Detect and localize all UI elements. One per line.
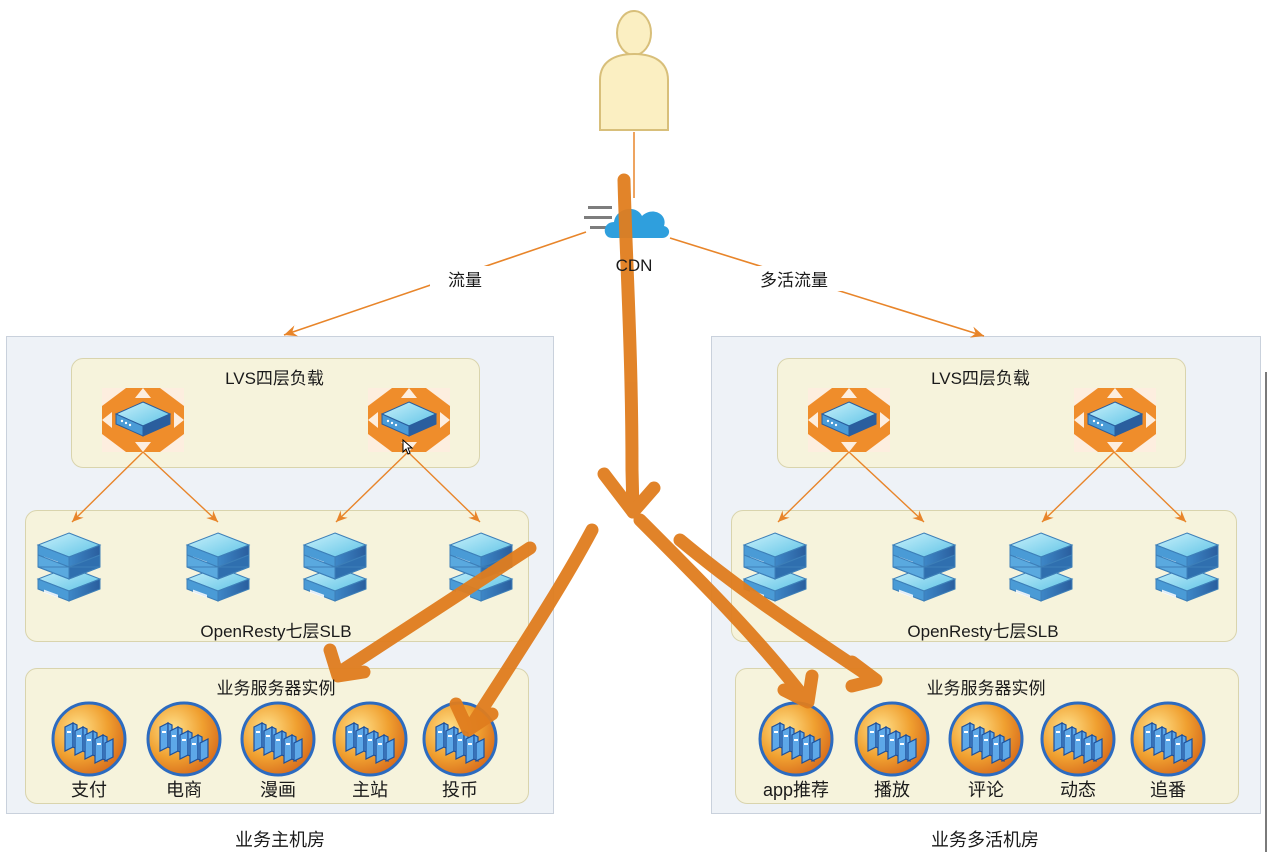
annotation-arrows bbox=[323, 173, 883, 737]
flow-label-left: 流量 bbox=[430, 266, 500, 291]
slb-group-label: OpenResty七层SLB bbox=[907, 622, 1059, 641]
slb-server-icon bbox=[37, 532, 101, 602]
service-label: 评论 bbox=[968, 780, 1004, 800]
service-label: 漫画 bbox=[260, 780, 296, 800]
service-label: 播放 bbox=[874, 780, 910, 800]
service-instance-icon bbox=[1040, 701, 1116, 777]
service-label: app推荐 bbox=[762, 780, 830, 800]
service-instance-icon bbox=[854, 701, 930, 777]
lvs-group-label: LVS四层负载 bbox=[225, 369, 324, 388]
service-label: 支付 bbox=[71, 780, 107, 800]
datacenter-name: 业务多活机房 bbox=[931, 830, 1039, 850]
slb-server-icon bbox=[186, 532, 250, 602]
user-icon bbox=[599, 10, 669, 131]
flow-label-right: 多活流量 bbox=[744, 266, 844, 291]
slb-group-label: OpenResty七层SLB bbox=[200, 622, 352, 641]
lvs-group-label: LVS四层负载 bbox=[931, 369, 1030, 388]
service-label: 投币 bbox=[442, 780, 478, 800]
service-label: 电商 bbox=[166, 780, 202, 800]
lvs-node-icon bbox=[1074, 388, 1156, 452]
service-label: 追番 bbox=[1150, 780, 1186, 800]
service-label: 动态 bbox=[1060, 780, 1096, 800]
service-instance-icon bbox=[51, 701, 127, 777]
lvs-to-slb-arrows-multi bbox=[777, 451, 1187, 523]
slb-group-main bbox=[25, 510, 529, 642]
slb-server-icon bbox=[1009, 532, 1073, 602]
lvs-to-slb-arrows-main bbox=[71, 451, 481, 523]
cursor-icon bbox=[402, 438, 414, 455]
slb-server-icon bbox=[303, 532, 367, 602]
service-label: 主站 bbox=[352, 780, 388, 800]
service-instance-icon bbox=[1130, 701, 1206, 777]
datacenter-name: 业务主机房 bbox=[235, 830, 325, 850]
lvs-node-icon bbox=[808, 388, 890, 452]
slb-server-icon bbox=[892, 532, 956, 602]
service-instance-icon bbox=[948, 701, 1024, 777]
service-group-label: 业务服务器实例 bbox=[216, 679, 336, 698]
service-instance-icon bbox=[332, 701, 408, 777]
service-instance-icon bbox=[240, 701, 316, 777]
service-group-label: 业务服务器实例 bbox=[926, 679, 1046, 698]
lvs-node-icon bbox=[102, 388, 184, 452]
service-instance-icon bbox=[758, 701, 834, 777]
service-instance-icon bbox=[146, 701, 222, 777]
slb-server-icon bbox=[1155, 532, 1219, 602]
cdn-label: CDN bbox=[615, 256, 653, 275]
slb-group-multi bbox=[731, 510, 1237, 642]
lvs-node-icon bbox=[368, 388, 450, 452]
